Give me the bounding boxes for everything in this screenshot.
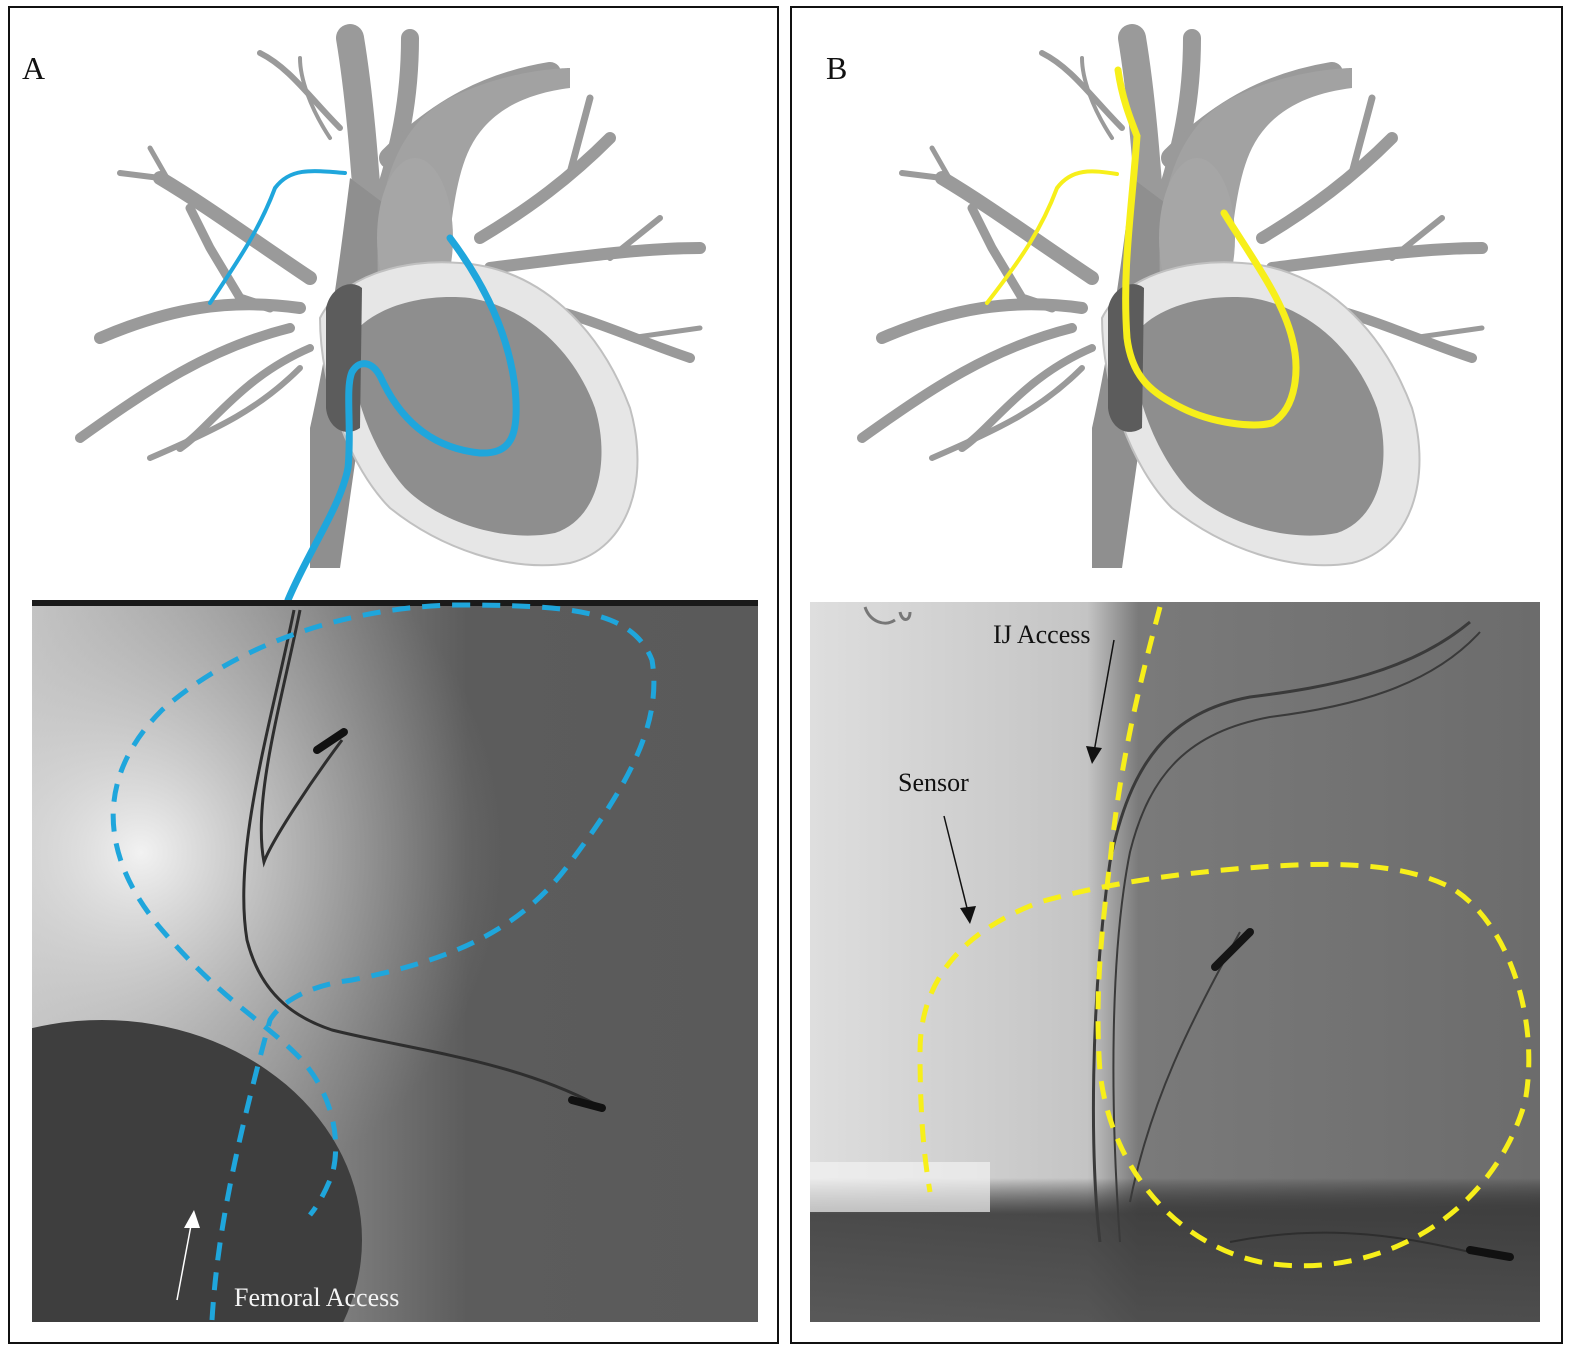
panel-label-b: B: [826, 50, 848, 86]
ij-arrow-head: [1086, 746, 1102, 764]
panel-b: B: [790, 6, 1563, 1344]
sensor-arrow-head: [960, 906, 976, 924]
panel-a: A: [8, 6, 779, 1344]
heart-illustration-a: [75, 24, 706, 604]
femoral-arrow: [176, 1210, 200, 1301]
annotation-arrows: [863, 606, 1115, 924]
femoral-access-label: Femoral Access: [234, 1283, 400, 1312]
panel-label-a: A: [22, 50, 46, 86]
fluoroscopy-image-b: IJ Access Sensor: [810, 602, 1540, 1322]
sensor-label: Sensor: [898, 768, 969, 797]
fluoroscopy-image-a: Femoral Access: [32, 600, 758, 1322]
heart-illustration-b: [857, 24, 1488, 568]
ij-access-label: IJ Access: [993, 620, 1091, 649]
